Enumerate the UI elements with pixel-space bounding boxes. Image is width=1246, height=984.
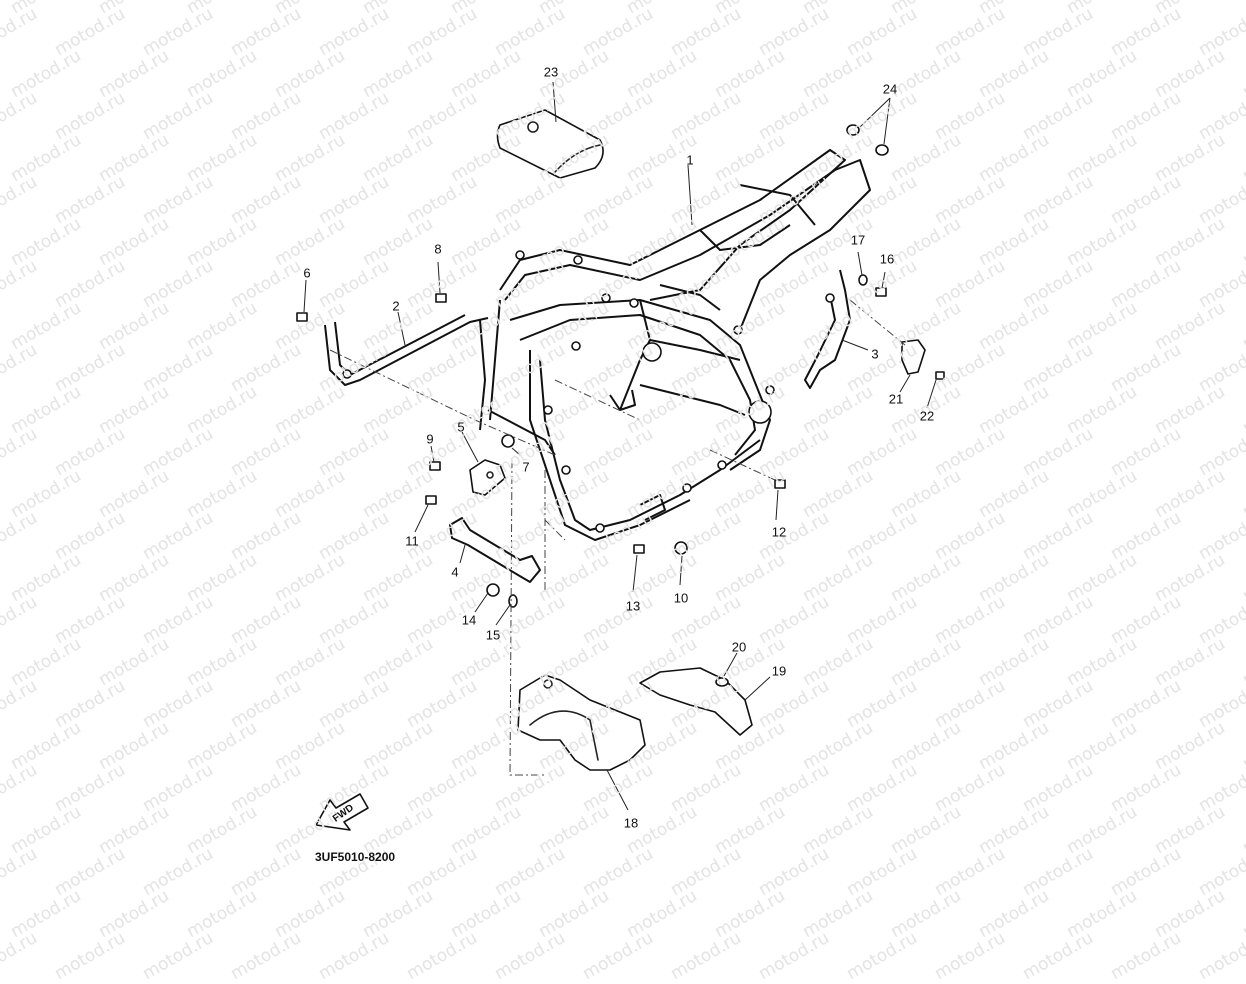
part-2-bar bbox=[324, 314, 489, 386]
watermark-text: motod.ru bbox=[755, 927, 833, 984]
watermark-text: motod.ru bbox=[1019, 927, 1097, 984]
callout-1: 1 bbox=[686, 152, 694, 168]
callout-9: 9 bbox=[426, 431, 434, 447]
callout-6: 6 bbox=[303, 265, 311, 281]
watermark-text: motod.ru bbox=[139, 927, 217, 984]
callout-15: 15 bbox=[485, 627, 501, 643]
part-19-cover bbox=[639, 667, 753, 736]
watermark-text: motod.ru bbox=[1195, 927, 1246, 984]
callout-5: 5 bbox=[457, 419, 465, 435]
callout-13: 13 bbox=[625, 598, 641, 614]
part-18-cover bbox=[517, 674, 646, 771]
part-1-main-frame bbox=[479, 149, 871, 541]
part-3-bracket bbox=[804, 269, 851, 389]
watermark-text: motod.ru bbox=[931, 927, 1009, 984]
watermark-text: motod.ru bbox=[403, 927, 481, 984]
callout-16: 16 bbox=[879, 251, 895, 267]
callout-18: 18 bbox=[623, 815, 639, 831]
watermark-text: motod.ru bbox=[843, 927, 921, 984]
callout-21: 21 bbox=[888, 391, 904, 407]
part-5-plate bbox=[469, 459, 506, 496]
callout-24: 24 bbox=[882, 81, 898, 97]
fasteners bbox=[296, 274, 945, 608]
callout-2: 2 bbox=[392, 298, 400, 314]
part-23-tool-bag bbox=[496, 109, 604, 179]
callout-20: 20 bbox=[731, 639, 747, 655]
diagram-code: 3UF5010-8200 bbox=[315, 850, 396, 864]
watermark-text: motod.ru bbox=[491, 927, 569, 984]
leader-lines bbox=[303, 81, 937, 811]
callout-8: 8 bbox=[434, 241, 442, 257]
watermark-text: motod.ru bbox=[227, 927, 305, 984]
part-4-stay bbox=[449, 517, 541, 583]
callout-19: 19 bbox=[771, 663, 787, 679]
callout-14: 14 bbox=[461, 612, 477, 628]
callout-22: 22 bbox=[919, 408, 935, 424]
part-24-caps bbox=[846, 124, 889, 156]
reference-lines bbox=[329, 299, 906, 776]
callout-23: 23 bbox=[543, 64, 559, 80]
watermark-text: motod.ru bbox=[667, 927, 745, 984]
fwd-arrow-icon bbox=[315, 793, 369, 831]
watermark-text: motod.ru bbox=[315, 927, 393, 984]
callout-10: 10 bbox=[673, 590, 689, 606]
callout-3: 3 bbox=[871, 346, 879, 362]
watermark-text: motod.ru bbox=[0, 927, 41, 984]
watermark-text: motod.ru bbox=[1107, 927, 1185, 984]
callout-4: 4 bbox=[451, 564, 459, 580]
callout-7: 7 bbox=[522, 459, 530, 475]
callout-11: 11 bbox=[405, 533, 419, 549]
part-21-clamp bbox=[901, 339, 926, 375]
watermark-text: motod.ru bbox=[579, 927, 657, 984]
callout-12: 12 bbox=[771, 524, 787, 540]
frame-drawing bbox=[296, 81, 945, 831]
watermark-text: motod.ru bbox=[51, 927, 129, 984]
callout-17: 17 bbox=[850, 232, 866, 248]
